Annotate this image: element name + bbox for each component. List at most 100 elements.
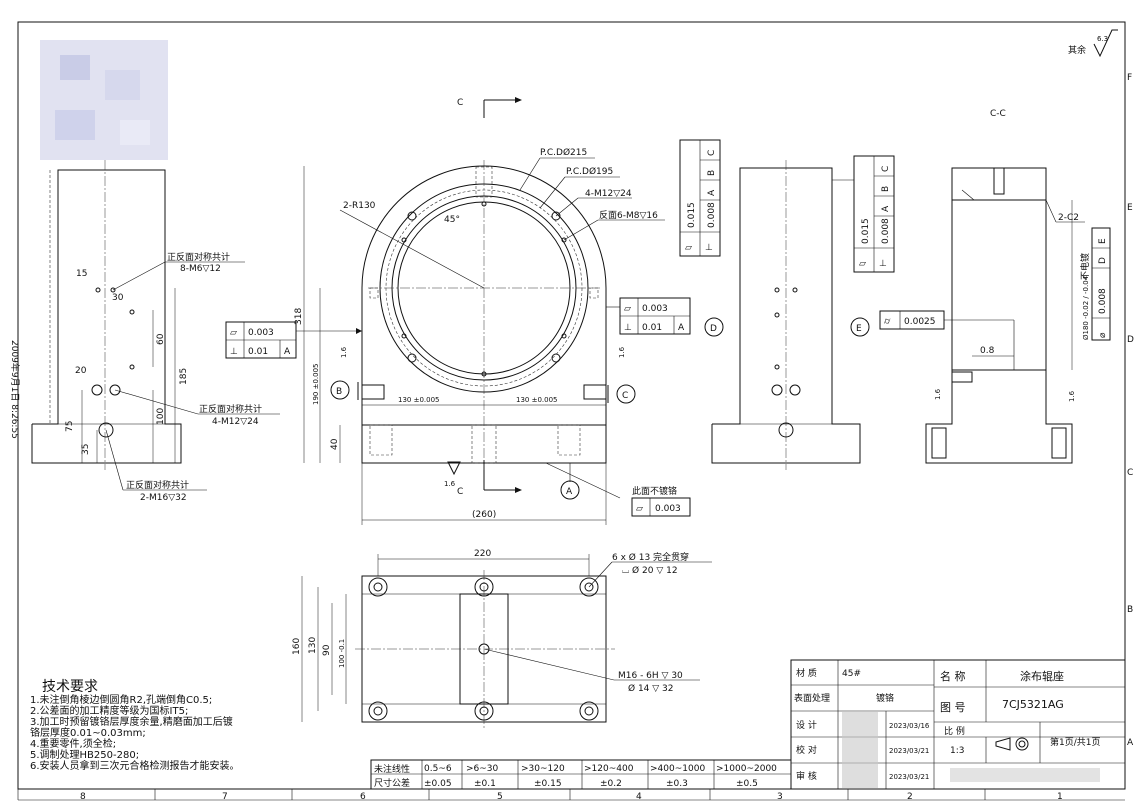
zone-col: 8 [80, 792, 86, 802]
dim-90: 90 [322, 644, 332, 656]
side-note-2: 正反面对称共计 [199, 403, 262, 415]
svg-text:⊥: ⊥ [624, 323, 632, 333]
svg-text:±0.15: ±0.15 [534, 779, 562, 789]
top-view: 220 6 x Ø 13 完全贯穿 ⌴ Ø 20 ▽ 12 M16 - 6H ▽… [292, 549, 712, 730]
side-note-3: 正反面对称共计 [126, 479, 189, 491]
general-roughness-symbol: 其余 6.3 [1068, 29, 1118, 58]
zone-row: D [1127, 335, 1134, 345]
sec-fcf-value: 0.008 [1098, 288, 1108, 314]
svg-text:▱: ▱ [624, 304, 631, 314]
svg-text:0.003: 0.003 [248, 328, 274, 338]
tb-date3: 2023/03/21 [889, 773, 929, 781]
svg-text:⌭: ⌭ [884, 317, 891, 327]
datum-d: D [710, 324, 717, 334]
dim-100: 100 [156, 408, 166, 425]
rough-right: 1.6 [618, 346, 626, 358]
sec-rough-left: 1.6 [934, 388, 942, 400]
svg-text:A: A [881, 205, 891, 212]
holes-m12: 4-M12▽24 [585, 189, 632, 199]
svg-text:▱: ▱ [859, 259, 866, 269]
tb-page: 第1页/共1页 [1050, 736, 1101, 748]
section-mark: C [457, 98, 463, 108]
zone-col: 5 [497, 792, 503, 802]
tb-material-label: 材 质 [796, 667, 817, 679]
through-holes-note: 6 x Ø 13 完全贯穿 [612, 551, 689, 563]
roughness-label: 其余 [1068, 44, 1086, 56]
dim-20: 20 [75, 366, 87, 376]
svg-text:±0.2: ±0.2 [600, 779, 622, 789]
svg-text:⊥: ⊥ [230, 347, 238, 357]
dim-130-left: 130 ±0.005 [398, 396, 440, 404]
sec-rough-right: 1.6 [1068, 390, 1076, 402]
side-note-1b: 8-M6▽12 [180, 264, 221, 274]
side-note-1: 正反面对称共计 [167, 251, 230, 263]
svg-text:±0.1: ±0.1 [474, 779, 496, 789]
tb-check-label: 校 对 [796, 744, 817, 756]
zone-col: 6 [360, 792, 366, 802]
note-item: 5.调制处理HB250-280; [30, 750, 140, 761]
rough-left: 1.6 [340, 346, 348, 358]
svg-text:0.01: 0.01 [642, 323, 662, 333]
tb-surface: 镀铬 [876, 692, 894, 704]
tb-material: 45# [842, 669, 861, 679]
svg-text:⊥: ⊥ [705, 243, 713, 253]
tb-review-label: 审 核 [796, 770, 817, 782]
svg-text:C: C [881, 166, 891, 172]
zone-row: A [1127, 738, 1134, 748]
dim-160: 160 [292, 638, 302, 655]
note-item: 3.加工时预留镀铬层厚度余量,精磨面加工后镀 [30, 717, 233, 728]
dim-260: (260) [472, 510, 496, 520]
angle-45: 45° [444, 215, 460, 225]
dim-185: 185 [179, 368, 189, 385]
section-mark-bottom: C [457, 487, 463, 497]
no-plating-note: 不电镀 [1079, 253, 1091, 280]
svg-text:0.5~6: 0.5~6 [424, 764, 452, 774]
dim-318: 318 [294, 308, 304, 325]
side-note-3b: 2-M16▽32 [140, 493, 187, 503]
svg-text:>1000~2000: >1000~2000 [716, 764, 777, 774]
datum-b: B [336, 387, 342, 397]
svg-text:0.008: 0.008 [881, 218, 891, 244]
svg-text:0.01: 0.01 [248, 347, 268, 357]
svg-text:>120~400: >120~400 [584, 764, 634, 774]
blurred-stamp [40, 40, 168, 160]
dim-75: 75 [65, 421, 75, 432]
note-item: 2.公差面的加工精度等级为国标IT5; [30, 706, 189, 717]
svg-text:▱: ▱ [685, 243, 692, 253]
sec-datum-d: D [1098, 257, 1108, 264]
section-title: C-C [990, 109, 1006, 119]
notes-title: 技术要求 [42, 679, 98, 695]
counterbore-note: ⌴ Ø 20 ▽ 12 [622, 565, 678, 576]
zone-col: 4 [636, 792, 642, 802]
svg-text:0.003: 0.003 [642, 304, 668, 314]
zone-row: F [1127, 73, 1132, 83]
blurred-company [950, 768, 1100, 782]
fcf-left: ▱ ⊥ 0.003 0.01 A [225, 321, 362, 359]
right-view: D E 0.015 0.008 C B A ▱ ⊥ 0.0 [679, 139, 895, 470]
radius-r130: 2-R130 [343, 201, 376, 211]
roughness-value: 6.3 [1097, 35, 1108, 43]
svg-text:>400~1000: >400~1000 [650, 764, 705, 774]
pcd-195: P.C.DØ195 [566, 166, 613, 177]
title-block: 材 质 45# 表面处理 镀铬 设 计 校 对 审 核 2023/03/16 2… [790, 659, 1126, 790]
svg-text:C: C [707, 150, 717, 156]
holes-m8: 反面6-M8▽16 [599, 210, 658, 221]
svg-text:>30~120: >30~120 [521, 764, 565, 774]
tap-note: M16 - 6H ▽ 30 [618, 671, 683, 681]
zone-col: 7 [222, 792, 228, 802]
tb-name: 涂布辊座 [1020, 669, 1064, 683]
svg-text:B: B [881, 186, 891, 192]
sec-datum-e: E [1098, 238, 1108, 244]
zone-col: 2 [907, 792, 913, 802]
dim-220: 220 [474, 549, 491, 559]
cyl-value: 0.0025 [904, 317, 936, 327]
dim-100: 100 -0.1 [338, 639, 346, 668]
svg-text:未注线性: 未注线性 [374, 763, 410, 775]
svg-text:▱: ▱ [636, 504, 643, 514]
tap-note-2: Ø 14 ▽ 32 [628, 683, 674, 694]
dim-190: 190 ±0.005 [312, 364, 320, 406]
fcf-bottom-value: 0.003 [655, 504, 681, 514]
svg-text:B: B [707, 170, 717, 176]
section-view: C-C 2-C2 E D 0.008 ⌀ 不电镀 Ø180 -0.02 / -0… [879, 109, 1111, 464]
